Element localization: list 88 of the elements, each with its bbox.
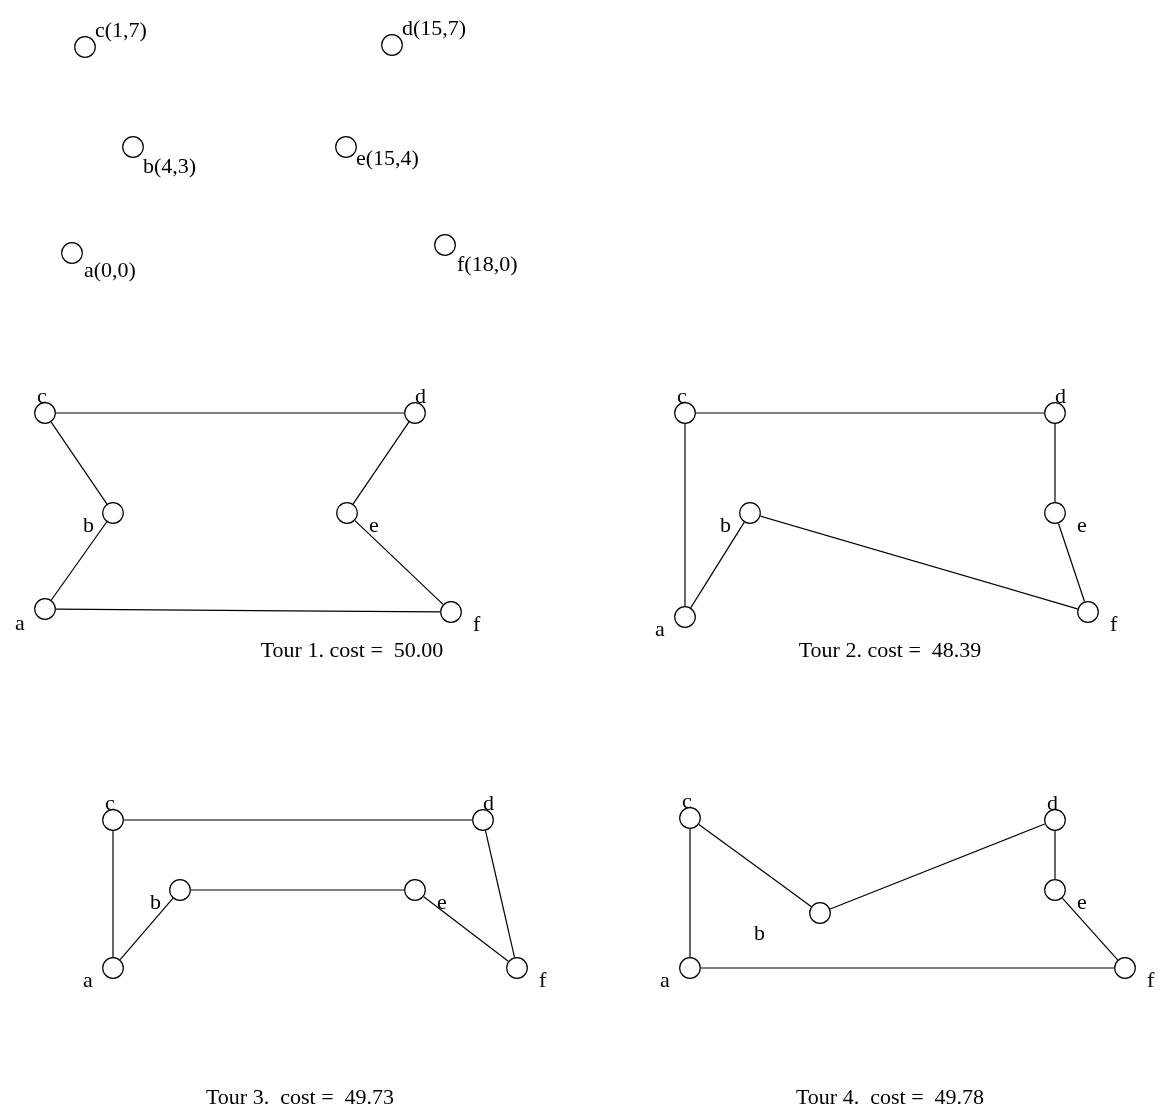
vertex-label: f(18,0): [457, 253, 518, 275]
vertex-circle: [506, 957, 528, 979]
tour-edge: [684, 423, 686, 607]
vertex-label: b: [754, 922, 765, 944]
vertex-circle: [102, 957, 124, 979]
vertex-circle: [336, 502, 358, 524]
tour-edge: [354, 520, 444, 605]
tour-edge: [50, 421, 108, 505]
vertex-label: e(15,4): [356, 147, 419, 169]
vertex-circle: [74, 36, 96, 58]
vertex-circle: [102, 809, 124, 831]
vertex-label: f: [1147, 969, 1155, 991]
vertex-label: e: [437, 891, 447, 913]
tour-edge: [190, 889, 405, 891]
vertex-label: b: [83, 514, 94, 536]
vertex-circle: [404, 879, 426, 901]
vertex-circle: [169, 879, 191, 901]
vertex-circle: [34, 598, 56, 620]
vertex-label: e: [1077, 891, 1087, 913]
vertex-label: c: [105, 792, 115, 814]
tour-edge: [698, 823, 812, 908]
vertex-circle: [1114, 957, 1136, 979]
tour-caption: Tour 2. cost = 48.39: [798, 639, 982, 661]
vertex-label: d: [415, 385, 426, 407]
tour-edge: [690, 521, 745, 609]
tour-edge: [352, 421, 410, 505]
vertex-circle: [1044, 402, 1066, 424]
vertex-label: a: [660, 969, 670, 991]
vertex-label: d(15,7): [402, 17, 467, 39]
tour-caption: Tour 1. cost = 50.00: [260, 639, 444, 661]
vertex-circle: [679, 807, 701, 829]
vertex-label: a: [83, 969, 93, 991]
vertex-circle: [440, 601, 462, 623]
tour-edge: [55, 412, 405, 414]
vertex-label: b(4,3): [143, 155, 197, 177]
tour-edge: [119, 897, 174, 961]
vertex-circle: [34, 402, 56, 424]
tour-caption: Tour 4. cost = 49.78: [795, 1086, 985, 1108]
tour-caption: Tour 3. cost = 49.73: [205, 1086, 395, 1108]
tour-edge: [50, 521, 108, 601]
vertex-circle: [434, 234, 456, 256]
vertex-circle: [674, 606, 696, 628]
vertex-label: f: [473, 613, 481, 635]
vertex-circle: [381, 34, 403, 56]
vertex-label: c: [677, 385, 687, 407]
vertex-circle: [404, 402, 426, 424]
vertex-circle: [739, 502, 761, 524]
tour-edge: [484, 830, 516, 958]
vertex-label: f: [539, 969, 547, 991]
tour-edge: [1054, 423, 1056, 503]
vertex-label: b: [720, 514, 731, 536]
vertex-label: f: [1110, 613, 1118, 635]
vertex-circle: [679, 957, 701, 979]
tour-edge: [55, 608, 441, 613]
tour-edge: [700, 967, 1115, 969]
tour-edge: [695, 412, 1045, 414]
vertex-circle: [472, 809, 494, 831]
vertex-label: e: [1077, 514, 1087, 536]
tour-edge: [1054, 830, 1056, 880]
vertex-circle: [335, 136, 357, 158]
vertex-circle: [102, 502, 124, 524]
vertex-circle: [1044, 879, 1066, 901]
tour-edge: [1061, 897, 1119, 961]
tour-edge: [423, 896, 509, 962]
vertex-circle: [1077, 601, 1099, 623]
vertex-label: a(0,0): [84, 259, 136, 281]
vertex-circle: [1044, 502, 1066, 524]
vertex-circle: [122, 136, 144, 158]
vertex-label: b: [150, 891, 161, 913]
vertex-label: d: [483, 792, 494, 814]
vertex-label: c: [37, 385, 47, 407]
tour-edge: [112, 830, 114, 958]
tour-edge: [123, 819, 473, 821]
vertex-label: c: [682, 790, 692, 812]
vertex-label: d: [1047, 792, 1058, 814]
vertex-label: a: [655, 618, 665, 640]
vertex-circle: [809, 902, 831, 924]
tour-edge: [1057, 522, 1086, 603]
vertex-circle: [61, 242, 83, 264]
vertex-label: a: [15, 612, 25, 634]
vertex-label: c(1,7): [95, 19, 147, 41]
tour-edge: [689, 828, 691, 958]
vertex-circle: [1044, 809, 1066, 831]
vertex-label: d: [1055, 385, 1066, 407]
vertex-circle: [674, 402, 696, 424]
vertex-label: e: [369, 514, 379, 536]
tour-edge: [759, 515, 1079, 610]
tour-edge: [829, 823, 1046, 910]
